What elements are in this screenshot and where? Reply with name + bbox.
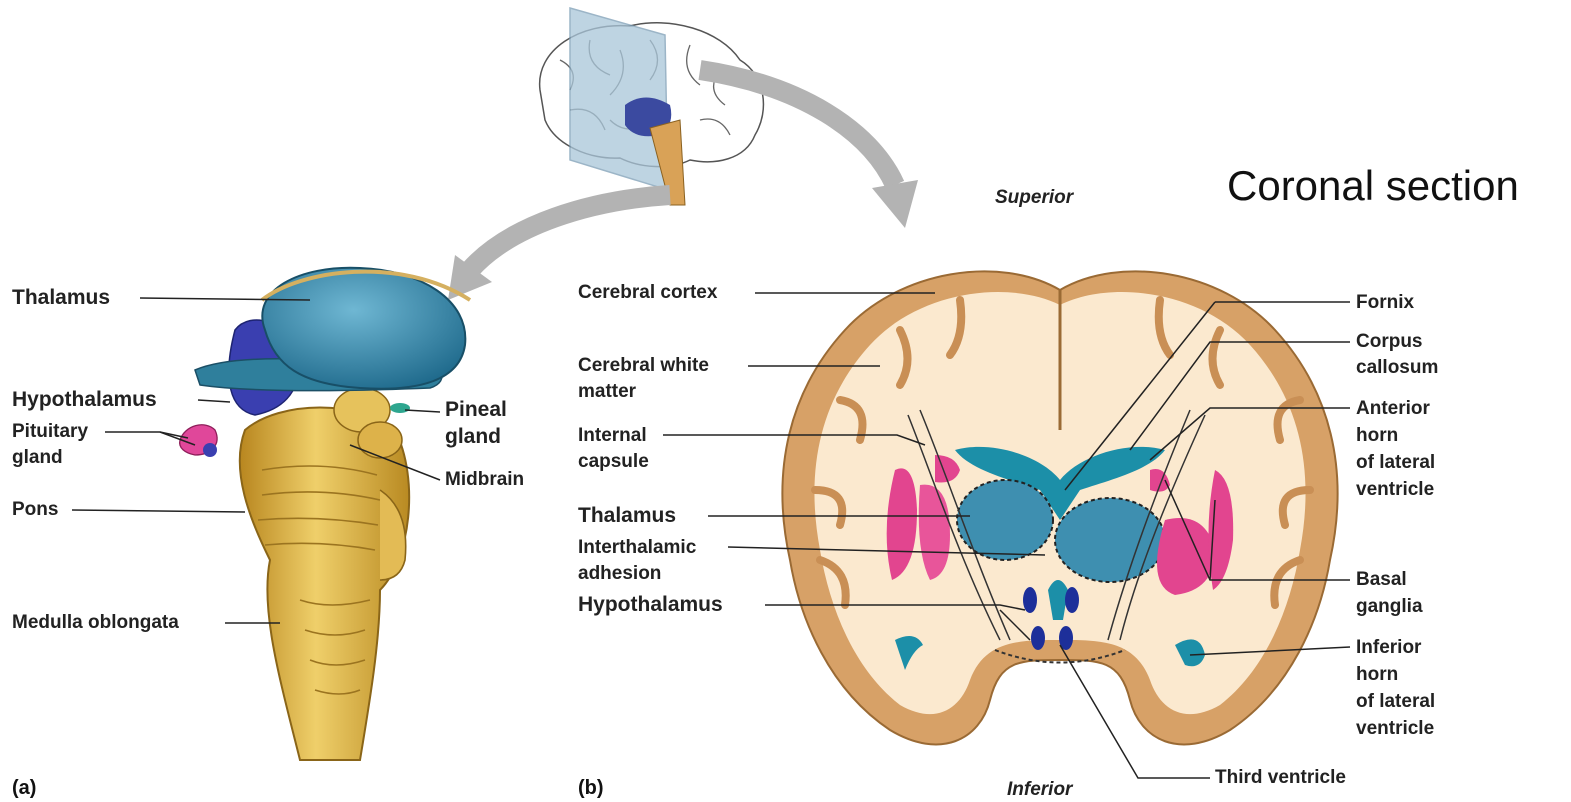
superior-label: Superior bbox=[995, 184, 1073, 211]
label-cerebral-cortex: Cerebral cortex bbox=[578, 279, 717, 306]
reference-brain bbox=[540, 8, 764, 205]
arrow-head-b bbox=[872, 180, 918, 228]
label-fornix: Fornix bbox=[1356, 289, 1414, 316]
label-hypothalamus-a: Hypothalamus bbox=[12, 386, 157, 413]
label-interthalamic-line2: adhesion bbox=[578, 560, 661, 587]
label-pineal-line2: gland bbox=[445, 423, 501, 450]
label-anterior-horn-line1: Anterior bbox=[1356, 395, 1430, 422]
figure-title: Coronal section bbox=[1227, 162, 1519, 210]
label-internal-capsule-line1: Internal bbox=[578, 422, 647, 449]
label-corpus-line2: callosum bbox=[1356, 354, 1438, 381]
label-pituitary-line2: gland bbox=[12, 444, 63, 471]
label-pineal-line1: Pineal bbox=[445, 396, 507, 423]
label-midbrain: Midbrain bbox=[445, 466, 524, 493]
label-corpus-line1: Corpus bbox=[1356, 328, 1423, 355]
label-white-matter-line2: matter bbox=[578, 378, 636, 405]
label-medulla: Medulla oblongata bbox=[12, 609, 179, 636]
label-interthalamic-line1: Interthalamic bbox=[578, 534, 696, 561]
label-thalamus-a: Thalamus bbox=[12, 284, 110, 311]
label-white-matter-line1: Cerebral white bbox=[578, 352, 709, 379]
label-third-ventricle: Third ventricle bbox=[1215, 764, 1346, 791]
label-thalamus-b: Thalamus bbox=[578, 502, 676, 529]
label-internal-capsule-line2: capsule bbox=[578, 448, 649, 475]
inferior-label: Inferior bbox=[1007, 776, 1072, 802]
label-anterior-horn-line4: ventricle bbox=[1356, 476, 1434, 503]
arrow-to-a bbox=[470, 195, 670, 270]
panel-a-label: (a) bbox=[12, 777, 36, 800]
label-anterior-horn-line3: of lateral bbox=[1356, 449, 1435, 476]
label-pituitary-line1: Pituitary bbox=[12, 418, 88, 445]
panel-b-label: (b) bbox=[578, 777, 604, 800]
label-inferior-horn-line3: of lateral bbox=[1356, 688, 1435, 715]
label-basal-ganglia-line1: Basal bbox=[1356, 566, 1407, 593]
brainstem-illustration bbox=[180, 268, 470, 760]
label-pons: Pons bbox=[12, 496, 58, 523]
label-anterior-horn-line2: horn bbox=[1356, 422, 1398, 449]
label-inferior-horn-line2: horn bbox=[1356, 661, 1398, 688]
label-inferior-horn-line1: Inferior bbox=[1356, 634, 1421, 661]
label-inferior-horn-line4: ventricle bbox=[1356, 715, 1434, 742]
label-basal-ganglia-line2: ganglia bbox=[1356, 593, 1423, 620]
label-hypothalamus-b: Hypothalamus bbox=[578, 591, 723, 618]
